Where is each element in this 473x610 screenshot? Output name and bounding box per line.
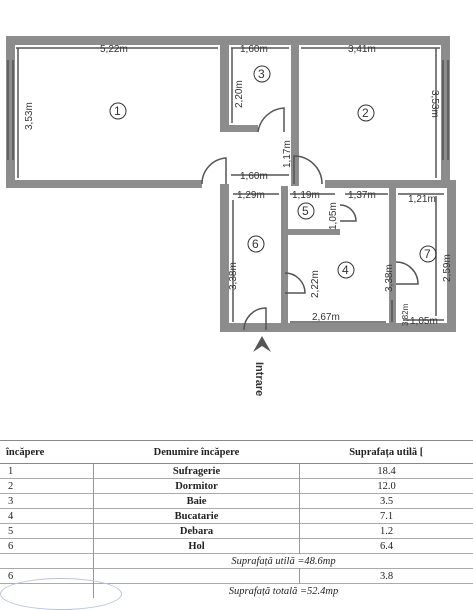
room-number: 2 [362,106,369,120]
column-header-area: Suprafața utilă [ [300,441,473,464]
useful-total-row: Suprafață utilă =48.6mp [0,554,473,569]
stamp-mark [0,578,122,610]
column-header-name: Denumire încăpere [94,441,300,464]
floor-plan: 5,22m 1,60m 3,41m 3,53m 2,20m 3,53m 1,17… [0,0,473,440]
door-pantry [340,205,356,221]
cell-room-area: 7.1 [300,509,473,524]
cell-room-name: Dormitor [94,479,300,494]
dim-hall-passage-height: 1,17m [282,140,293,168]
dim-kitchen-height: 3,38m [384,264,395,292]
room-label-6: 6 [248,236,264,252]
dim-hall-passage-width: 1,60m [240,171,268,182]
room-label-1: 1 [110,103,126,119]
table-row: 5 Debara 1.2 [0,524,473,539]
room-number: 6 [252,237,259,251]
cell-room-number: 6 [0,539,94,554]
dim-room7-bottom-width: 1,05m [410,316,438,327]
table-row: 3 Baie 3.5 [0,494,473,509]
room-number: 5 [302,204,309,218]
cell-room-name: Bucatarie [94,509,300,524]
dim-room7-height: 2,59m [442,254,453,282]
dim-kitchen-width: 2,67m [312,312,340,323]
rooms-table: încăpere Denumire încăpere Suprafața uti… [0,440,473,598]
wall-left-lower [220,184,229,332]
total-area: Suprafață totală =52.4mp [94,584,473,599]
wall-hall-right [281,186,288,332]
cell-room-area: 3.5 [300,494,473,509]
cell-room-number: 4 [0,509,94,524]
cell-room-area: 18.4 [300,464,473,479]
table-row: 1 Sufragerie 18.4 [0,464,473,479]
room-number: 3 [258,67,265,81]
dim-room1-width: 5,22m [100,44,128,55]
dim-kitchen-door-height: 2,22m [310,270,321,298]
dim-room2-height: 3,53m [429,90,440,118]
column-header-room: încăpere [0,441,94,464]
cell-room-name: Debara [94,524,300,539]
room-label-2: 2 [358,105,374,121]
wall-mid-horizontal-left [6,180,202,188]
room-label-5: 5 [298,203,314,219]
cell-room-area: 6.4 [300,539,473,554]
room-label-7: 7 [420,246,436,262]
room-number: 1 [114,104,121,118]
cell-room-number: 3 [0,494,94,509]
dim-pantry-height: 1,05m [328,202,339,230]
cell-room-name: Hol [94,539,300,554]
dim-pantry-width: 1,19m [292,190,320,201]
wall-mid-horizontal-right [325,180,450,188]
cell-room-area: 3.8 [300,569,473,584]
table-header-row: încăpere Denumire încăpere Suprafața uti… [0,441,473,464]
room-label-3: 3 [254,66,270,82]
dim-room7-small-height: 3,82m [401,303,410,326]
cell-room-area: 12.0 [300,479,473,494]
cell-room-name: Baie [94,494,300,509]
table-row: 2 Dormitor 12.0 [0,479,473,494]
wall-bath-bottom [226,125,258,132]
dim-room1-height: 3,53m [24,102,35,130]
useful-area-total: Suprafață utilă =48.6mp [94,554,473,569]
room-number: 4 [342,263,349,277]
cell-room-number: 5 [0,524,94,539]
cell-room-area: 1.2 [300,524,473,539]
cell-room-name: Sufragerie [94,464,300,479]
cell-room-number: 2 [0,479,94,494]
dim-room2-width: 3,41m [348,44,376,55]
dim-hall-width: 1,29m [237,190,265,201]
room-label-4: 4 [338,262,354,278]
table-row: 6 Hol 6.4 [0,539,473,554]
room-number: 7 [424,247,431,261]
dim-bath-width: 1,60m [240,44,268,55]
table-row: 4 Bucatarie 7.1 [0,509,473,524]
dim-kitchen-top-width: 1,37m [348,190,376,201]
dim-bath-height: 2,20m [234,80,245,108]
entrance-label: Intrare [253,362,265,396]
entrance-arrow-icon [253,336,271,352]
dim-room7-width: 1,21m [408,194,436,205]
door-room7 [396,262,418,284]
door-room1 [202,158,226,184]
door-bath [258,108,284,132]
cell-room-number: 1 [0,464,94,479]
cell-room-name [94,569,300,584]
empty-cell [0,554,94,569]
wall-bath-left [220,36,229,132]
area-table: încăpere Denumire încăpere Suprafața uti… [0,440,473,599]
dim-hall-height: 3,38m [228,262,239,290]
